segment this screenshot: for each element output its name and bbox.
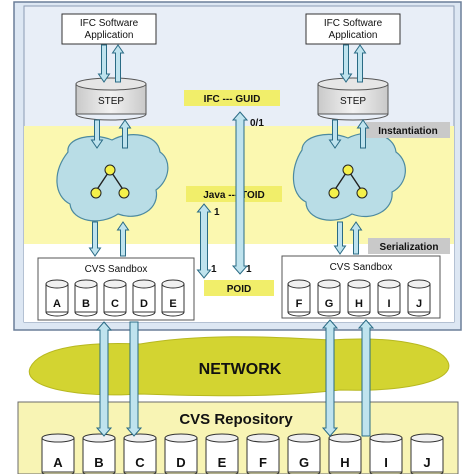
right-graph-node-b bbox=[356, 187, 368, 199]
guid-label-box bbox=[184, 90, 280, 106]
network-label: NETWORK bbox=[199, 361, 282, 378]
right-app-line1: IFC Software bbox=[324, 18, 383, 29]
left-app-line2: Application bbox=[85, 30, 134, 41]
right-graph-node-a bbox=[328, 187, 340, 199]
left-app-box[interactable] bbox=[61, 13, 157, 45]
right-sandbox-file-h[interactable]: H bbox=[347, 279, 371, 317]
cardinality-poid-right: 1 bbox=[246, 264, 252, 275]
right-sandbox-file-label: F bbox=[296, 298, 303, 310]
repository-file-label: F bbox=[259, 455, 267, 470]
repository-file-label: E bbox=[218, 455, 227, 470]
left-sandbox-file-label: C bbox=[111, 298, 119, 310]
arrow-right-cloud-to-sandbox-down bbox=[333, 221, 347, 255]
arrow-left-sandbox-to-cloud-up bbox=[116, 221, 130, 257]
arrow-left-repo-sync bbox=[95, 321, 113, 437]
cardinality-toid: 1 bbox=[214, 207, 220, 218]
right-sandbox-file-j[interactable]: J bbox=[407, 279, 431, 317]
arrow-left-step-to-app-up bbox=[111, 44, 125, 83]
serialization-tag: Serialization bbox=[380, 242, 439, 253]
arrow-toid-link bbox=[196, 203, 212, 279]
right-sandbox-file-g[interactable]: G bbox=[317, 279, 341, 317]
arrow-guid-link bbox=[231, 111, 249, 275]
arrow-right-cloud-to-step-up bbox=[356, 119, 370, 149]
arrow-right-app-to-step-down bbox=[339, 44, 353, 83]
repository-file-e[interactable]: E bbox=[205, 433, 239, 474]
arrow-right-step-to-cloud-down bbox=[328, 119, 342, 149]
instantiation-tag: Instantiation bbox=[378, 126, 437, 137]
repository-file-label: H bbox=[340, 455, 349, 470]
arrow-left-sandbox-to-repo-down bbox=[125, 321, 143, 437]
repository-file-label: A bbox=[53, 455, 63, 470]
right-sandbox-file-i[interactable]: I bbox=[377, 279, 401, 317]
right-graph-node-root bbox=[342, 164, 354, 176]
right-step-label: STEP bbox=[340, 96, 366, 107]
arrow-right-repo-sync bbox=[321, 319, 339, 437]
right-sandbox-file-label: I bbox=[387, 298, 390, 310]
instantiation-tag-box bbox=[366, 122, 450, 138]
left-object-cloud bbox=[56, 134, 169, 222]
repository-file-g[interactable]: G bbox=[287, 433, 321, 474]
left-sandbox-file-d[interactable]: D bbox=[132, 279, 156, 317]
right-sandbox-file-label: J bbox=[416, 298, 422, 310]
serialization-tag-box bbox=[368, 238, 450, 254]
arrow-left-step-to-cloud-down bbox=[90, 119, 104, 149]
left-graph-node-b bbox=[118, 187, 130, 199]
left-sandbox-file-label: B bbox=[82, 298, 90, 310]
repository-file-label: D bbox=[176, 455, 185, 470]
repository-file-b[interactable]: B bbox=[82, 433, 116, 474]
right-app-box[interactable] bbox=[305, 13, 401, 45]
repository-file-label: B bbox=[94, 455, 103, 470]
repository-file-c[interactable]: C bbox=[123, 433, 157, 474]
left-sandbox-file-a[interactable]: A bbox=[45, 279, 69, 317]
left-app-line1: IFC Software bbox=[80, 18, 139, 29]
arrow-right-repo-to-sandbox-up bbox=[357, 319, 375, 437]
arrow-left-cloud-to-sandbox-down bbox=[88, 221, 102, 257]
flow-arrows bbox=[88, 44, 375, 437]
right-object-cloud bbox=[292, 132, 406, 221]
left-sandbox-title: CVS Sandbox bbox=[85, 264, 148, 275]
right-sandbox-title: CVS Sandbox bbox=[330, 262, 393, 273]
repository-file-label: I bbox=[384, 455, 388, 470]
repository-files: A B C D E F G H I J bbox=[41, 433, 444, 474]
repository-file-h[interactable]: H bbox=[328, 433, 362, 474]
right-sandbox-files: F G H I J bbox=[287, 279, 431, 317]
repository-file-j[interactable]: J bbox=[410, 433, 444, 474]
cardinality-poid-left: 1 bbox=[211, 264, 217, 275]
left-step-label: STEP bbox=[98, 96, 124, 107]
repository-title: CVS Repository bbox=[179, 411, 293, 428]
poid-label-box bbox=[204, 280, 274, 296]
left-graph-node-root bbox=[104, 164, 116, 176]
arrow-left-app-to-step-down bbox=[97, 44, 111, 83]
toid-label: Java --- TOID bbox=[203, 190, 265, 201]
repository-file-i[interactable]: I bbox=[369, 433, 403, 474]
arrow-left-cloud-to-step-up bbox=[118, 119, 132, 149]
right-sandbox-file-f[interactable]: F bbox=[287, 279, 311, 317]
left-step-cylinder[interactable] bbox=[75, 77, 147, 121]
right-sandbox-file-label: G bbox=[325, 298, 334, 310]
left-sandbox-file-label: E bbox=[169, 298, 176, 310]
repository-file-f[interactable]: F bbox=[246, 433, 280, 474]
left-sandbox-file-b[interactable]: B bbox=[74, 279, 98, 317]
right-step-cylinder[interactable] bbox=[317, 77, 389, 121]
repository-file-label: J bbox=[423, 455, 430, 470]
left-sandbox-file-e[interactable]: E bbox=[161, 279, 185, 317]
cardinality-guid: 0/1 bbox=[250, 118, 264, 129]
toid-label-box bbox=[186, 186, 282, 202]
left-sandbox-file-c[interactable]: C bbox=[103, 279, 127, 317]
right-app-line2: Application bbox=[329, 30, 378, 41]
repository-file-d[interactable]: D bbox=[164, 433, 198, 474]
arrow-right-step-to-app-up bbox=[353, 44, 367, 83]
left-graph-node-a bbox=[90, 187, 102, 199]
arrow-right-sandbox-to-cloud-up bbox=[349, 221, 363, 255]
guid-label: IFC --- GUID bbox=[204, 94, 261, 105]
poid-label: POID bbox=[227, 284, 251, 295]
repository-file-label: G bbox=[299, 455, 309, 470]
right-sandbox-file-label: H bbox=[355, 298, 363, 310]
repository-file-a[interactable]: A bbox=[41, 433, 75, 474]
left-sandbox-file-label: A bbox=[53, 298, 61, 310]
left-sandbox-file-label: D bbox=[140, 298, 148, 310]
left-sandbox-files: A B C D E bbox=[45, 279, 185, 317]
repository-file-label: C bbox=[135, 455, 145, 470]
